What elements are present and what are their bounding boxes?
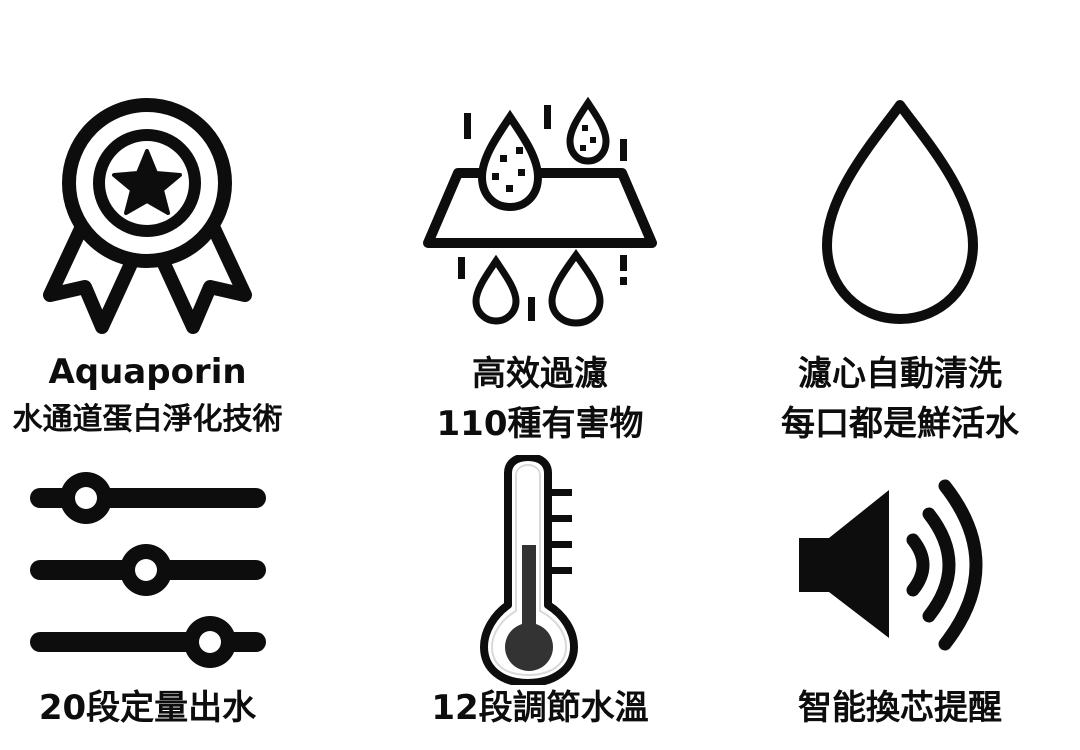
- feature-title: 12段調節水溫: [431, 688, 649, 728]
- feature-subtitle: 水通道蛋白淨化技術: [12, 402, 283, 437]
- feature-title: 濾心自動清洗: [798, 354, 1002, 394]
- award-ribbon-icon: [43, 98, 252, 334]
- feature-subtitle: 110種有害物: [436, 404, 644, 444]
- feature-subtitle: 每口都是鮮活水: [781, 404, 1019, 444]
- filtration-drops-icon: [423, 96, 657, 327]
- thermometer-icon: [480, 455, 578, 685]
- feature-title: 智能換芯提醒: [798, 688, 1002, 728]
- feature-title: 高效過濾: [472, 354, 608, 394]
- speaker-icon: [799, 479, 983, 651]
- feature-title: 20段定量出水: [38, 688, 257, 728]
- feature-title: Aquaporin: [48, 352, 247, 392]
- sliders-icon: [30, 472, 266, 668]
- water-drop-icon: [822, 100, 978, 324]
